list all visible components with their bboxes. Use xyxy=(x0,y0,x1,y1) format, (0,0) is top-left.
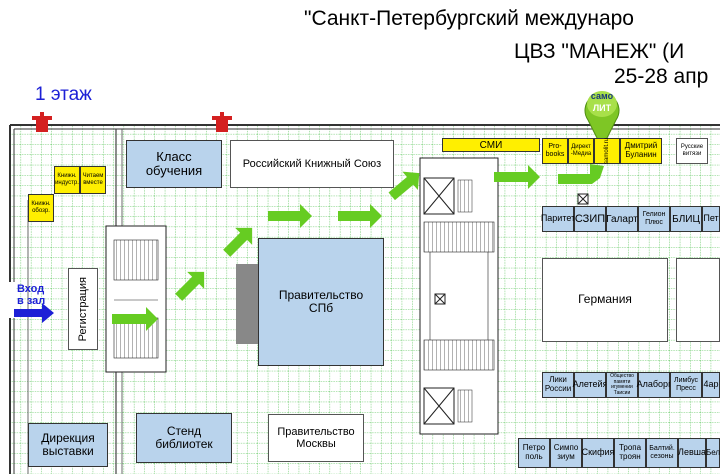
room-rks[interactable]: Российский Книжный Союз xyxy=(230,140,394,188)
dates-title: 25-28 апр xyxy=(614,65,709,88)
stand-petropol[interactable]: Петро поль xyxy=(518,438,550,468)
room-registration[interactable]: Регистрация xyxy=(68,268,98,350)
route-arrow xyxy=(112,164,604,331)
stand-aleteiya[interactable]: Алетейя xyxy=(573,372,607,398)
elevator-icon xyxy=(423,177,589,425)
stand-obshchestvo[interactable]: Общество памяти игумении Таисии xyxy=(606,372,638,398)
stand-samolit[interactable]: samolit.ru xyxy=(594,138,620,164)
stand-szip[interactable]: СЗИП xyxy=(574,206,606,232)
stand-chitaem-vmeste[interactable]: Читаем вместе xyxy=(80,166,106,194)
entrance-arrow xyxy=(14,303,54,323)
room-stand-libraries[interactable]: Стенд библиотек xyxy=(136,413,232,463)
stand-knizhn-obozr[interactable]: Книжн. обозр. xyxy=(28,194,54,222)
svg-text:ЛИТ: ЛИТ xyxy=(593,103,612,113)
stand-alaborg[interactable]: Алаборг xyxy=(637,372,671,398)
stand-tropa-troyan[interactable]: Тропа троян xyxy=(614,438,646,468)
venue-title: ЦВЗ "МАНЕЖ" (И xyxy=(514,40,685,63)
stand-blitz[interactable]: БЛИЦ xyxy=(670,206,702,232)
stand-gelion-plus[interactable]: Гелион Плюс xyxy=(638,206,670,232)
svg-text:само: само xyxy=(591,91,614,101)
room-directorate[interactable]: Дирекция выставки xyxy=(28,423,108,467)
stand-levsha[interactable]: Левша xyxy=(678,438,706,468)
hydrant-icon xyxy=(32,112,232,132)
floor-label: 1 этаж xyxy=(35,84,92,105)
stand-paritet[interactable]: Паритет xyxy=(541,206,575,232)
stand-bel[interactable]: Бел xyxy=(706,438,720,468)
stand-liki-rossii[interactable]: Лики России xyxy=(542,372,574,398)
stand-pet[interactable]: Пет xyxy=(702,206,720,232)
stand-limbus-press[interactable]: Лимбус Пресс xyxy=(670,372,702,398)
stand-direkt-media[interactable]: Директ -Медиа xyxy=(568,138,594,164)
stand-skifiya[interactable]: Скифия xyxy=(582,438,614,468)
stand-galart[interactable]: Галарт xyxy=(606,206,638,232)
stand-knizhn-industry[interactable]: Книжн. индустр. xyxy=(54,166,80,194)
samolit-logo: само ЛИТ xyxy=(584,91,620,150)
room-germany-right[interactable] xyxy=(676,258,720,342)
structural-block xyxy=(236,264,258,344)
stand-simpozium[interactable]: Симпо зиум xyxy=(550,438,582,468)
entrance-label: Вход в зал xyxy=(17,283,46,308)
stand-bulanin[interactable]: Дмитрий Буланин xyxy=(620,138,662,164)
stand-russkie-vityazi[interactable]: Русские витязи xyxy=(676,138,708,164)
stand-4ar[interactable]: 4ар xyxy=(702,372,720,398)
stand-baltiiskie-sezony[interactable]: Балтий. сезоны xyxy=(646,438,678,468)
stand-probooks[interactable]: Pro-books xyxy=(542,138,568,164)
room-class[interactable]: Класс обучения xyxy=(126,140,222,188)
page-title: "Санкт-Петербургский междунаро xyxy=(304,7,634,30)
room-germany[interactable]: Германия xyxy=(542,258,668,342)
stand-smi[interactable]: СМИ xyxy=(442,138,540,152)
